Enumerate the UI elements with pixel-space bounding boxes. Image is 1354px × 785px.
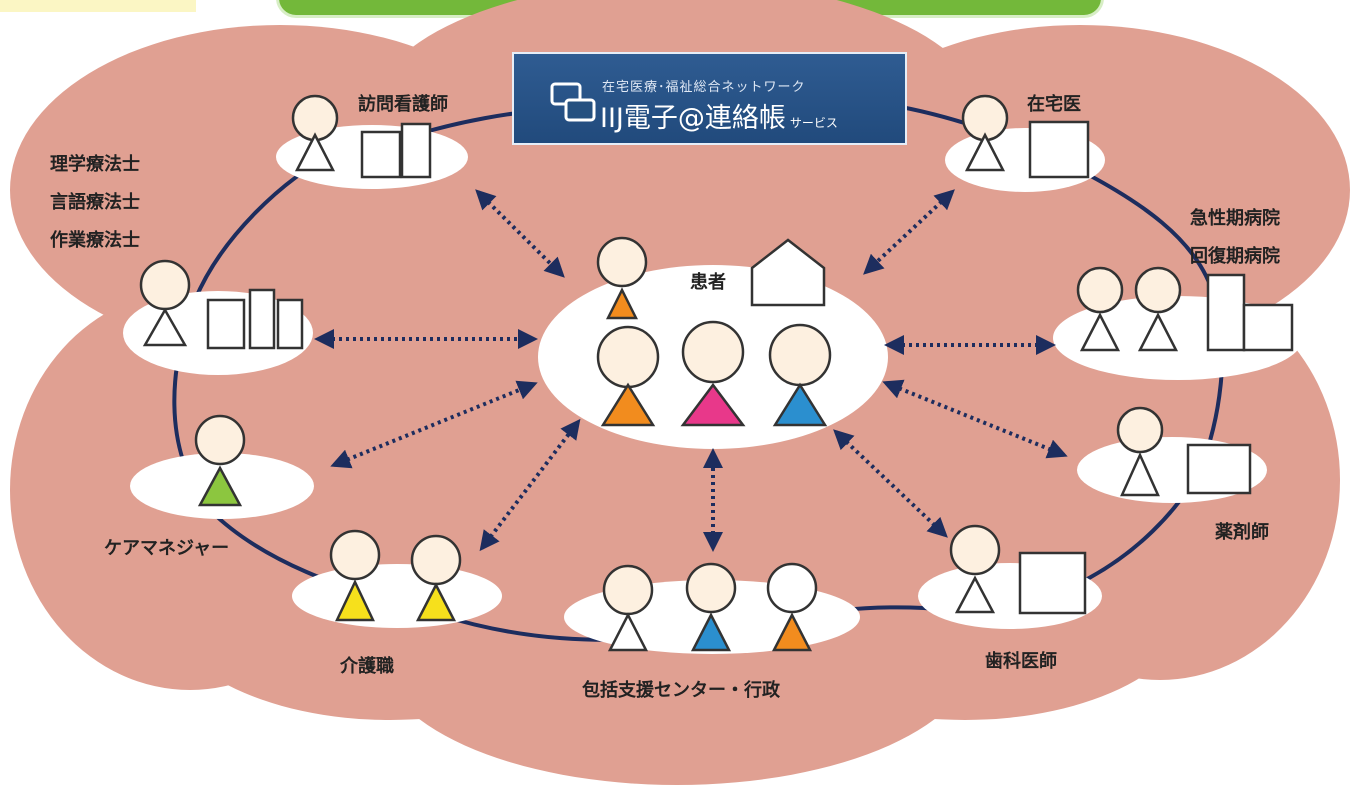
father-person-icon [768, 323, 832, 427]
hospital-nurse-person-icon [1076, 266, 1124, 352]
hospital-doctor-person-icon [1134, 266, 1182, 352]
therapist-person-icon [139, 259, 191, 347]
label-occupational-therapist: 作業療法士 [50, 230, 140, 251]
banner-service-suffix: サービス [789, 116, 838, 130]
label-physical-therapist: 理学療法士 [50, 154, 140, 175]
top-left-decoration [0, 0, 196, 12]
dental-building-icon [1018, 551, 1087, 615]
label-support-center: 包括支援センター・行政 [582, 680, 780, 701]
arrow-nurse-patient [475, 189, 565, 278]
doctor-person-icon [961, 94, 1009, 172]
banner-title: IIJ電子@連絡帳サービス [600, 96, 838, 135]
label-patient: 患者 [690, 272, 726, 293]
elder-person-icon [596, 236, 648, 320]
chat-bubbles-icon [550, 82, 596, 122]
banner-title-text: IIJ電子@連絡帳 [600, 103, 786, 134]
banner-subtitle: 在宅医療･福祉総合ネットワーク [602, 80, 806, 95]
house-icon [750, 238, 826, 307]
staff2-person-icon [685, 562, 737, 652]
pharmacist-person-icon [1116, 406, 1164, 497]
arrow-doctor-patient [863, 189, 955, 275]
clinic-building-icon [360, 122, 432, 179]
label-acute-hospital: 急性期病院 [1190, 208, 1280, 229]
large-hospital-icon [1206, 273, 1294, 352]
care-worker1-person-icon [329, 529, 381, 622]
arrow-caremanager-patient [330, 380, 538, 469]
label-pharmacist: 薬剤師 [1215, 522, 1269, 543]
mother-person-icon [680, 320, 746, 427]
care-worker2-person-icon [410, 534, 462, 622]
person-icons [139, 94, 1294, 652]
label-speech-therapist: 言語療法士 [50, 192, 140, 213]
service-banner: 在宅医療･福祉総合ネットワーク IIJ電子@連絡帳サービス [512, 52, 907, 145]
label-recovery-hospital: 回復期病院 [1190, 246, 1280, 267]
rehab-building-icon [206, 288, 304, 350]
label-dentist: 歯科医師 [985, 651, 1057, 672]
staff3-person-icon [766, 562, 818, 652]
node-care-worker [292, 564, 502, 628]
label-home-doctor: 在宅医 [1027, 94, 1081, 115]
staff1-person-icon [602, 564, 654, 652]
hospital-building-icon [1028, 120, 1090, 179]
grandparent-person-icon [596, 325, 660, 427]
arrow-careworker-patient [479, 418, 581, 552]
nurse-person-icon [291, 94, 339, 172]
care-manager-person-icon [194, 414, 246, 507]
label-care-manager: ケアマネジャー [104, 538, 230, 559]
pharmacy-building-icon [1186, 443, 1252, 495]
dentist-person-icon [949, 524, 1001, 614]
label-care-worker: 介護職 [340, 656, 394, 677]
label-visiting-nurse: 訪問看護師 [358, 94, 448, 115]
